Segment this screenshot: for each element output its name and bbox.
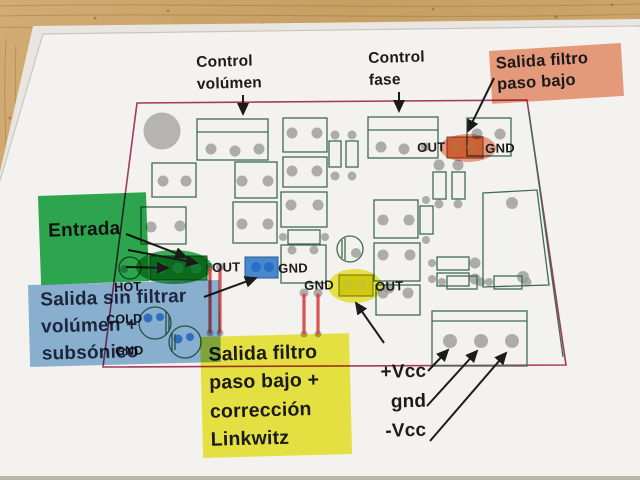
volume-pot (196, 118, 269, 161)
arrow-salida-lowpass (467, 77, 495, 133)
label-entrada-block: Entrada HOT COLD GND (38, 192, 150, 359)
solder-pads (120, 112, 532, 348)
arrow-minus-vcc (429, 351, 508, 442)
photo-edge-shadow (0, 476, 640, 480)
linkwitz-output-connector-highlight (328, 269, 382, 303)
label-salida-linkwitz: Salida filtro paso bajo + corrección Lin… (200, 333, 353, 458)
transistor-outline (336, 235, 364, 263)
label-gnd-power: gnd (390, 390, 427, 413)
label-gnd-lowpass-top: GND (484, 140, 516, 156)
arrow-plus-vcc (427, 348, 450, 372)
label-entrada-title: Entrada (47, 217, 121, 242)
lowpass-output-connector-highlight (440, 134, 496, 162)
label-salida-filtro-paso-bajo: Salida filtro paso bajo (489, 42, 624, 104)
power-connector (431, 310, 528, 367)
label-plus-vcc: +Vcc (380, 360, 427, 383)
label-out-lowpass-top: OUT (416, 139, 446, 155)
relay-outline (482, 189, 550, 288)
label-gnd-unfiltered: GND (277, 260, 309, 276)
mounting-hole (143, 112, 181, 150)
label-out-unfiltered: OUT (211, 259, 241, 275)
label-control-volumen: Control volúmen (196, 52, 263, 93)
board-inner-edge (528, 111, 564, 358)
label-gnd-linkwitz: GND (303, 277, 335, 293)
label-minus-vcc: -Vcc (385, 419, 427, 442)
arrow-salida-linkwitz (354, 301, 385, 344)
unfiltered-output-connector-highlight (244, 256, 279, 279)
label-out-linkwitz: OUT (374, 278, 404, 294)
phase-pot (367, 116, 439, 159)
arrow-gnd-power (426, 349, 479, 407)
label-control-fase: Control fase (368, 48, 425, 89)
label-salida-sin-filtrar: Salida sin filtrar volúmen + subsónico (28, 280, 222, 367)
